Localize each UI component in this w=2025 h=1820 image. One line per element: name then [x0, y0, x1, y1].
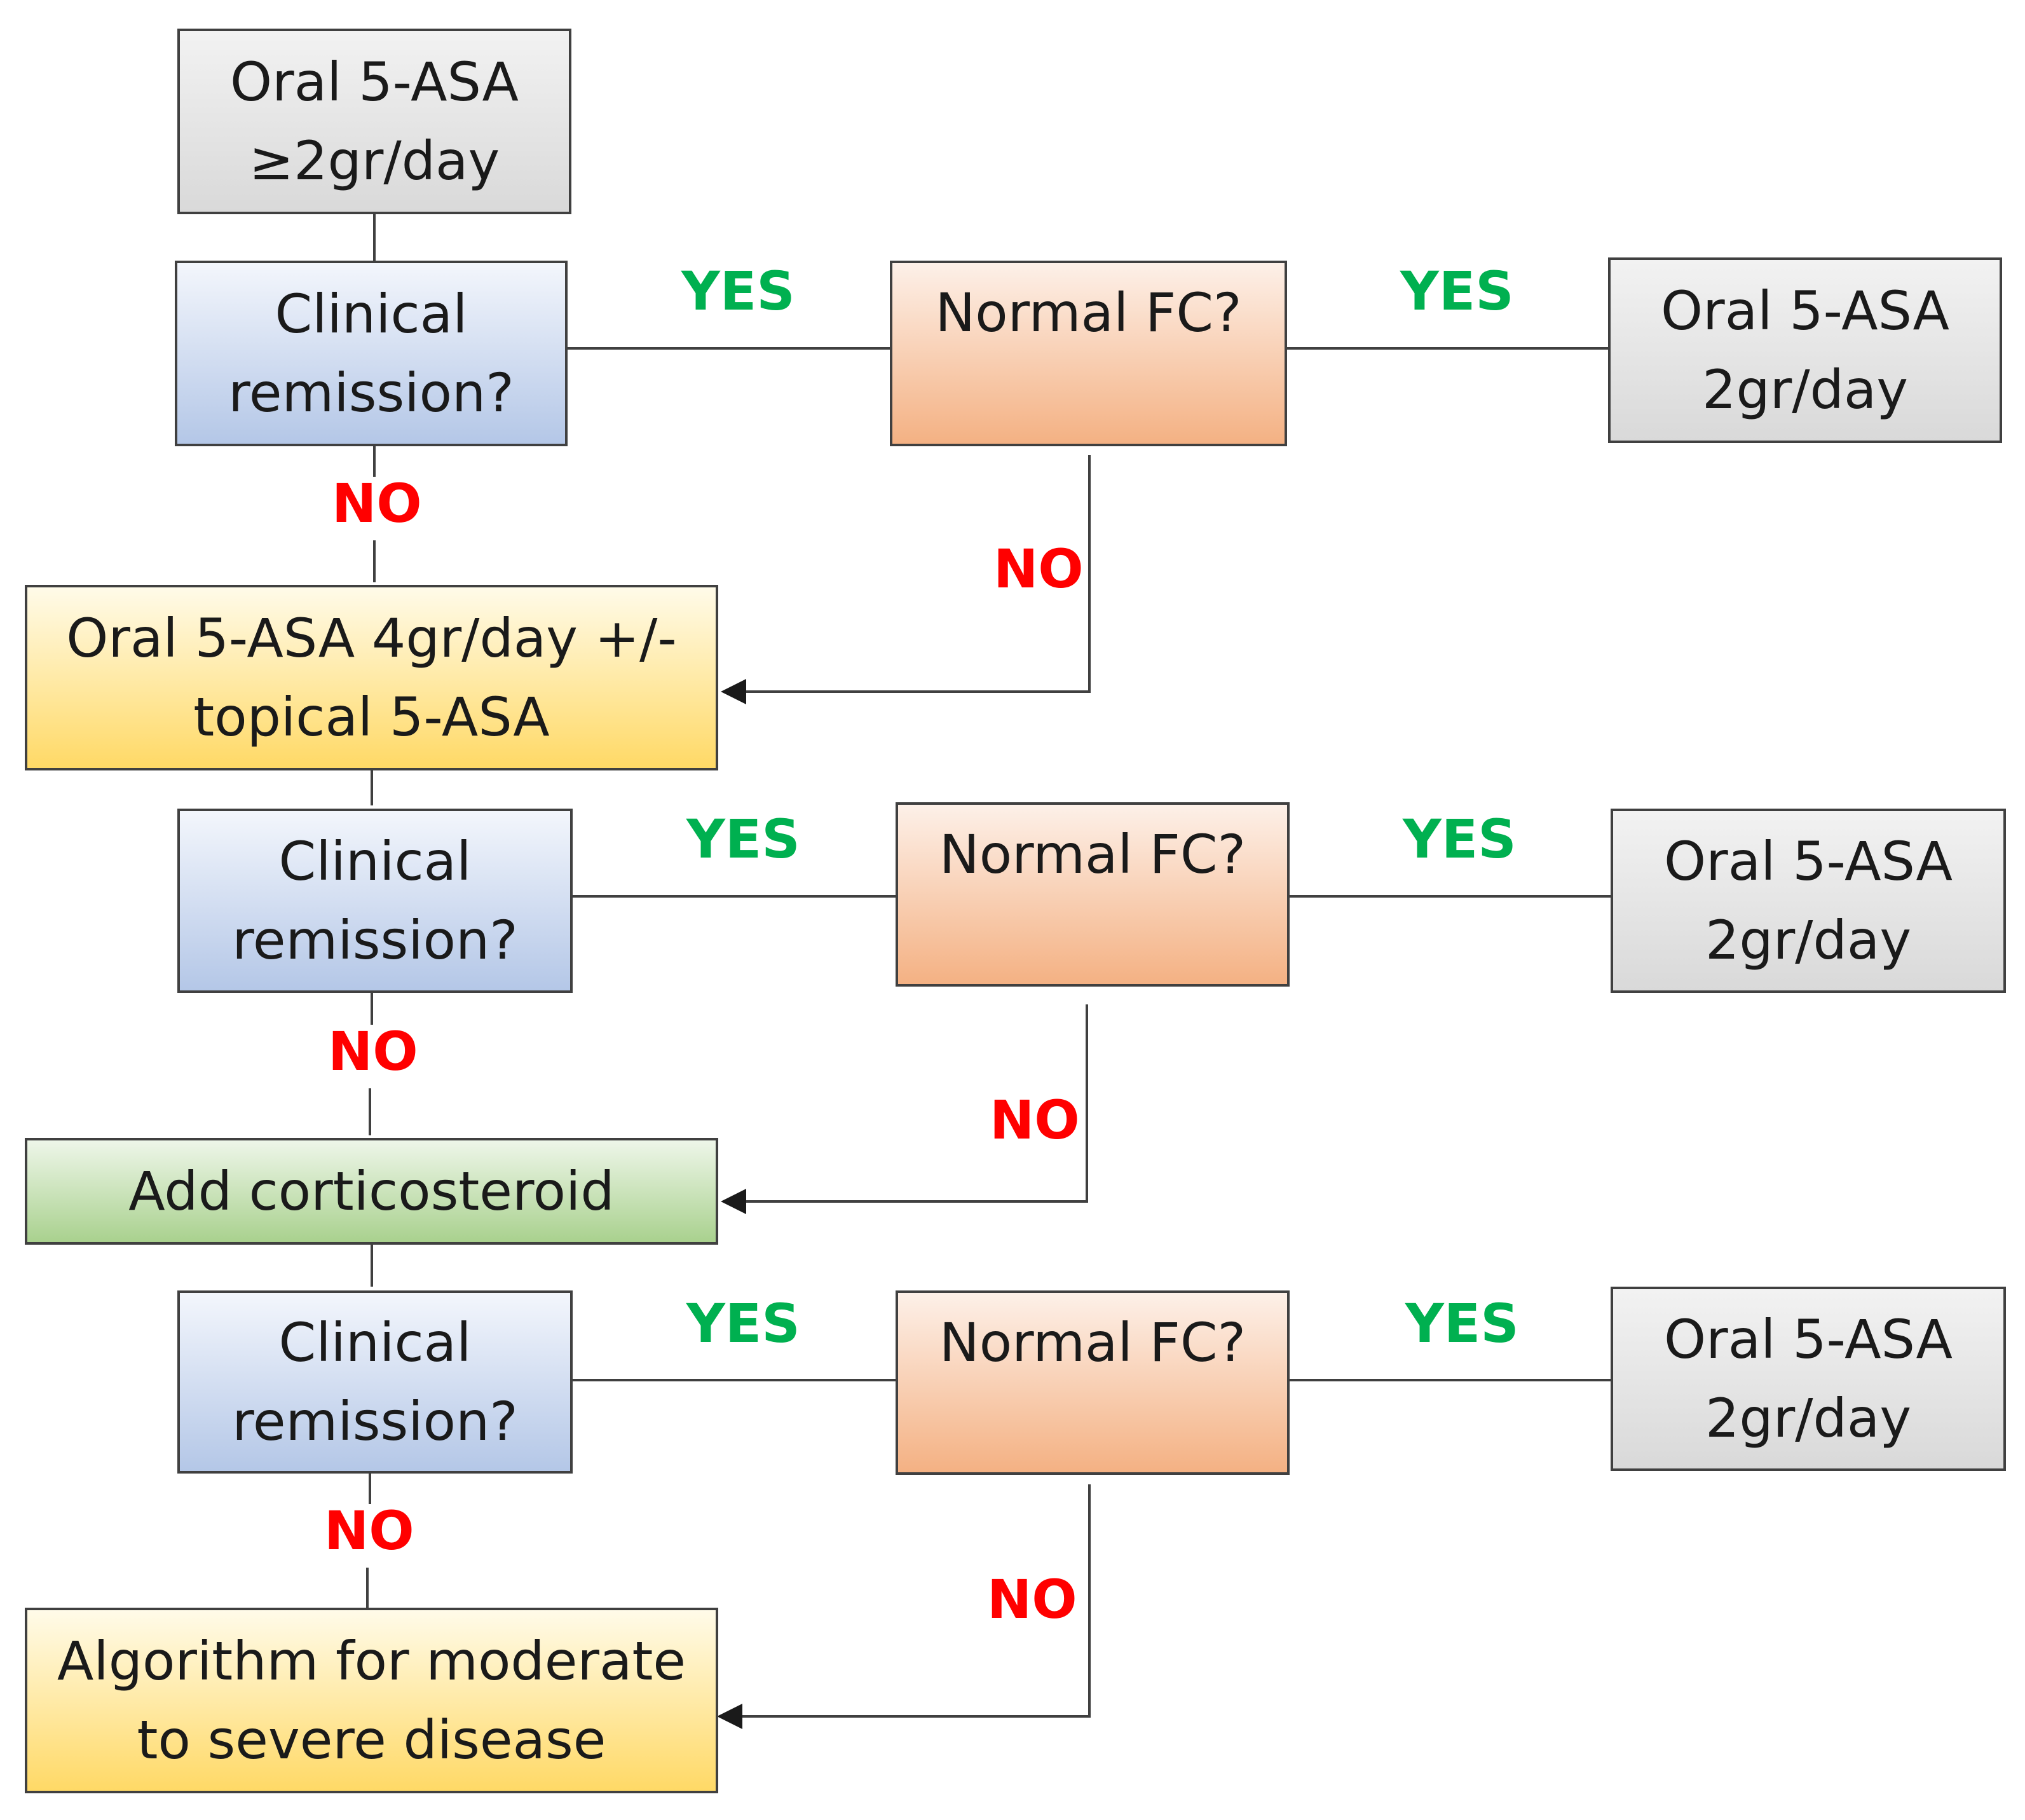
start-therapy-text: Oral 5-ASA ≥2gr/day: [230, 43, 519, 200]
maintenance-outcome-3: Oral 5-ASA 2gr/day: [1611, 1287, 2006, 1471]
no-label-fc2: NO: [990, 1089, 1080, 1151]
normal-fc-text-1: Normal FC?: [935, 273, 1241, 352]
text-line: Normal FC?: [939, 823, 1246, 886]
text-line: Clinical: [278, 1311, 472, 1374]
escalation-box-2: Add corticosteroid: [25, 1138, 718, 1245]
yes-label-fc1: YES: [1400, 260, 1514, 322]
connector-fc2-no-to-esc2: [721, 1004, 1088, 1214]
maintenance-outcome-2: Oral 5-ASA 2gr/day: [1611, 809, 2006, 993]
text-line: Oral 5-ASA: [1661, 280, 1949, 342]
normal-fc-question-1: Normal FC?: [890, 261, 1287, 446]
final-algorithm-box: Algorithm for moderate to severe disease: [25, 1608, 718, 1793]
text-line: 2gr/day: [1705, 1387, 1912, 1449]
text-line: to severe disease: [137, 1709, 606, 1771]
text-line: Clinical: [275, 283, 468, 345]
text-line: Oral 5-ASA: [1664, 830, 1953, 893]
no-label-fc1: NO: [993, 538, 1084, 600]
maintenance-outcome-1: Oral 5-ASA 2gr/day: [1608, 257, 2002, 443]
clinical-remission-text-1: Clinical remission?: [228, 275, 514, 432]
no-label-fc3: NO: [987, 1568, 1077, 1631]
yes-label-fc3: YES: [1405, 1292, 1519, 1355]
no-label-q2: NO: [328, 1020, 418, 1083]
escalation-box-1: Oral 5-ASA 4gr/day +/- topical 5-ASA: [25, 585, 718, 770]
clinical-remission-text-2: Clinical remission?: [232, 822, 518, 980]
escalation-text-1: Oral 5-ASA 4gr/day +/- topical 5-ASA: [66, 599, 676, 756]
maintenance-outcome-text-2: Oral 5-ASA 2gr/day: [1664, 822, 1953, 980]
text-line: remission?: [232, 1390, 518, 1453]
connector-fc3-no-to-final: [717, 1484, 1091, 1729]
normal-fc-question-2: Normal FC?: [896, 802, 1290, 987]
text-line: Normal FC?: [935, 282, 1242, 344]
text-line: Clinical: [278, 830, 472, 893]
start-therapy-box: Oral 5-ASA ≥2gr/day: [177, 29, 571, 214]
normal-fc-text-2: Normal FC?: [939, 815, 1246, 894]
no-label-q3: NO: [324, 1500, 414, 1562]
maintenance-outcome-text-1: Oral 5-ASA 2gr/day: [1661, 271, 1949, 429]
no-label-q1: NO: [332, 472, 422, 535]
yes-label-q3: YES: [686, 1292, 800, 1355]
yes-label-fc2: YES: [1403, 808, 1517, 870]
text-line: remission?: [228, 362, 514, 424]
normal-fc-text-3: Normal FC?: [939, 1303, 1246, 1382]
text-line: Oral 5-ASA 4gr/day +/-: [66, 607, 677, 669]
text-line: remission?: [232, 909, 518, 971]
clinical-remission-question-2: Clinical remission?: [177, 809, 573, 993]
text-line: Oral 5-ASA: [1664, 1308, 1953, 1371]
normal-fc-question-3: Normal FC?: [896, 1290, 1290, 1475]
text-line: Normal FC?: [939, 1311, 1246, 1374]
text-line: topical 5-ASA: [193, 686, 550, 748]
text-line: Oral 5-ASA: [230, 51, 519, 113]
connector-fc1-no-to-esc1: [721, 455, 1091, 704]
text-line: ≥2gr/day: [249, 130, 500, 192]
text-line: 2gr/day: [1701, 359, 1909, 421]
clinical-remission-question-3: Clinical remission?: [177, 1290, 573, 1474]
text-line: Algorithm for moderate: [57, 1630, 686, 1692]
maintenance-outcome-text-3: Oral 5-ASA 2gr/day: [1664, 1300, 1953, 1458]
yes-label-q2: YES: [686, 808, 800, 870]
escalation-text-2: Add corticosteroid: [128, 1152, 614, 1231]
yes-label-q1: YES: [681, 260, 795, 322]
text-line: Add corticosteroid: [128, 1160, 615, 1222]
text-line: 2gr/day: [1705, 909, 1912, 971]
clinical-remission-text-3: Clinical remission?: [232, 1303, 518, 1461]
clinical-remission-question-1: Clinical remission?: [175, 261, 568, 446]
final-algorithm-text: Algorithm for moderate to severe disease: [57, 1622, 686, 1779]
